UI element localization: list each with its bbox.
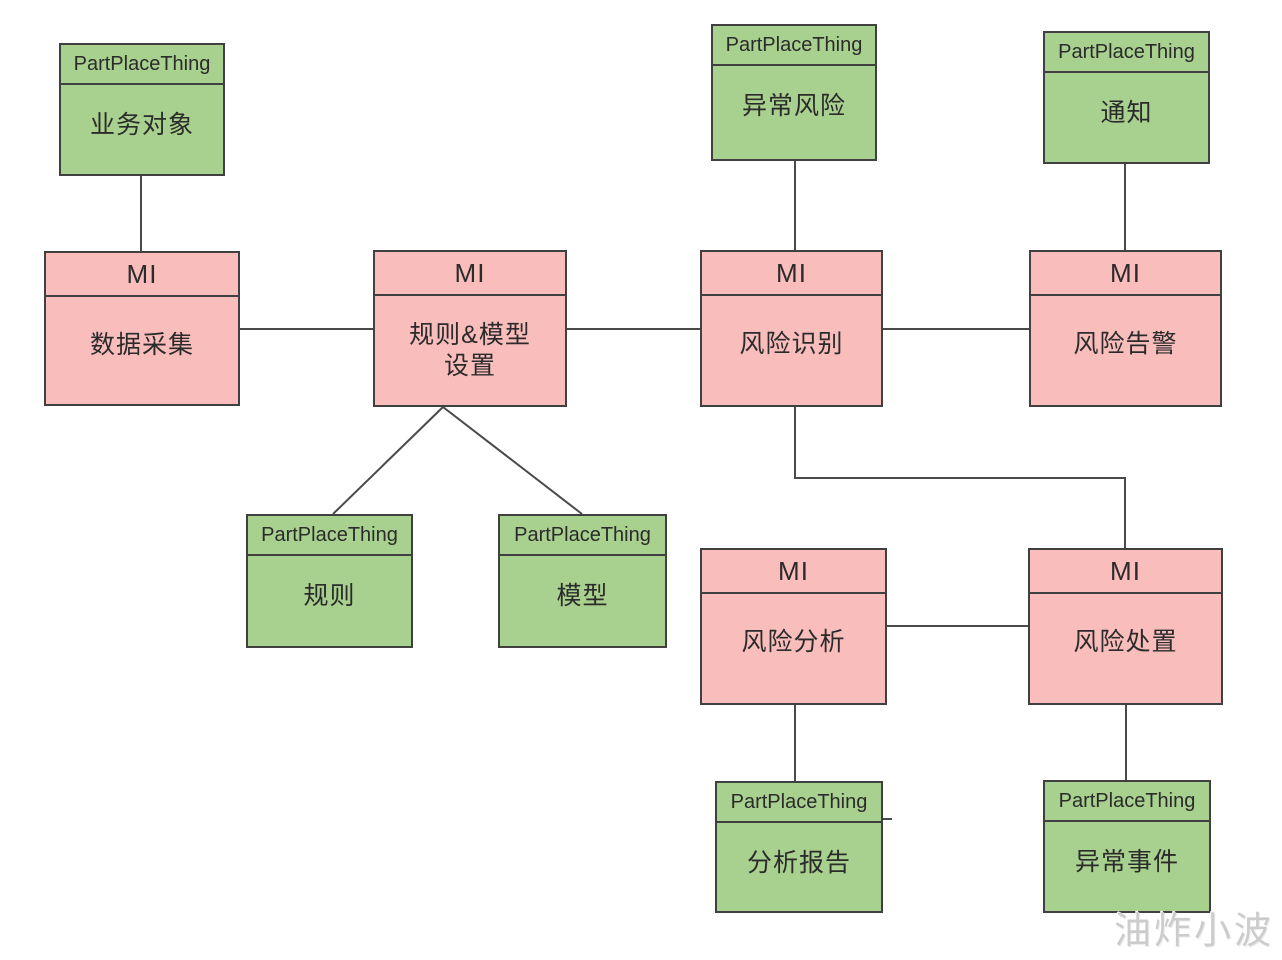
node-header: PartPlaceThing bbox=[1045, 33, 1208, 73]
node-data-collection: MI 数据采集 bbox=[44, 251, 240, 406]
node-notification: PartPlaceThing 通知 bbox=[1043, 31, 1210, 164]
node-label: 通知 bbox=[1100, 99, 1153, 127]
node-label: 异常风险 bbox=[741, 92, 846, 120]
node-header: PartPlaceThing bbox=[61, 45, 223, 85]
node-label: 模型 bbox=[556, 582, 609, 610]
node-header: MI bbox=[702, 252, 881, 296]
node-label: 风险识别 bbox=[739, 330, 844, 358]
node-label: 异常事件 bbox=[1074, 848, 1179, 876]
node-header: PartPlaceThing bbox=[1045, 782, 1209, 822]
node-risk-disposal: MI 风险处置 bbox=[1028, 548, 1223, 705]
node-label: 风险分析 bbox=[741, 628, 846, 656]
node-header: PartPlaceThing bbox=[713, 26, 875, 66]
node-abnormal-event: PartPlaceThing 异常事件 bbox=[1043, 780, 1211, 913]
node-header: MI bbox=[46, 253, 238, 297]
node-header: PartPlaceThing bbox=[248, 516, 411, 556]
node-header: MI bbox=[375, 252, 565, 296]
node-risk-identification: MI 风险识别 bbox=[700, 250, 883, 407]
node-header: PartPlaceThing bbox=[717, 783, 881, 823]
node-rule: PartPlaceThing 规则 bbox=[246, 514, 413, 648]
node-risk-analysis: MI 风险分析 bbox=[700, 548, 887, 705]
node-header: PartPlaceThing bbox=[500, 516, 665, 556]
node-label: 风险处置 bbox=[1073, 628, 1178, 656]
node-model: PartPlaceThing 模型 bbox=[498, 514, 667, 648]
node-header: MI bbox=[702, 550, 885, 594]
edge-rule-model-setting-model bbox=[442, 406, 583, 515]
node-label-line-1: 规则&模型 bbox=[409, 321, 531, 349]
node-analysis-report: PartPlaceThing 分析报告 bbox=[715, 781, 883, 913]
watermark: 油炸小波 bbox=[1114, 910, 1274, 951]
node-label: 业务对象 bbox=[89, 111, 194, 139]
node-label: 数据采集 bbox=[89, 331, 194, 359]
node-label: 分析报告 bbox=[746, 849, 851, 877]
node-header: MI bbox=[1031, 252, 1220, 296]
node-header: MI bbox=[1030, 550, 1221, 594]
node-label: 规则&模型 设置 bbox=[375, 296, 565, 382]
node-label: 风险告警 bbox=[1073, 330, 1178, 358]
node-abnormal-risk: PartPlaceThing 异常风险 bbox=[711, 24, 877, 161]
edge-risk-identification-risk-disposal bbox=[794, 407, 1126, 548]
node-label: 规则 bbox=[303, 582, 356, 610]
node-business-object: PartPlaceThing 业务对象 bbox=[59, 43, 225, 176]
node-label-line-2: 设置 bbox=[443, 352, 496, 380]
node-rule-model-setting: MI 规则&模型 设置 bbox=[373, 250, 567, 407]
node-risk-alert: MI 风险告警 bbox=[1029, 250, 1222, 407]
edge-rule-model-setting-rule bbox=[332, 406, 444, 515]
